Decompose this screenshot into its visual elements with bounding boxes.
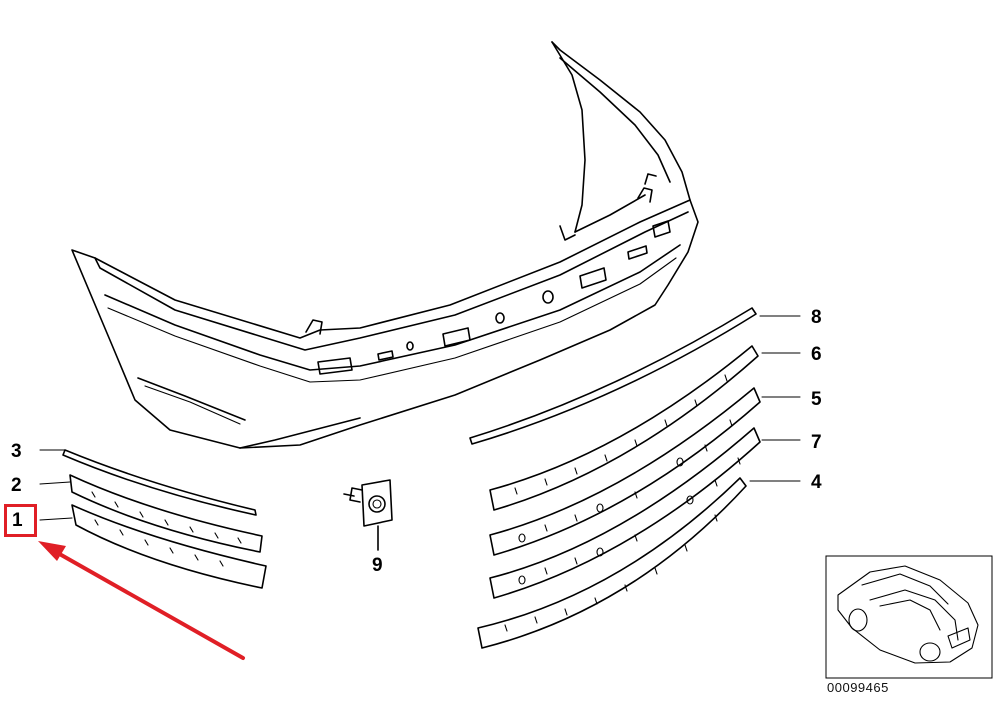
callout-5: 5	[811, 389, 822, 410]
reference-code: 00099465	[827, 680, 889, 695]
trim-strip-8	[469, 307, 757, 445]
callout-8: 8	[811, 307, 822, 328]
trim-strip-5	[489, 387, 761, 556]
clip-part-9	[343, 479, 393, 551]
trim-strip-1	[71, 504, 267, 589]
callout-4: 4	[811, 472, 822, 493]
callout-6: 6	[811, 344, 822, 365]
highlight-box	[4, 504, 37, 537]
trim-strip-2	[69, 474, 263, 553]
car-thumbnail-icon	[825, 555, 993, 679]
leader-lines	[39, 315, 801, 521]
trim-strip-3	[62, 449, 257, 516]
callout-9: 9	[372, 555, 383, 576]
trim-strip-4	[477, 477, 747, 649]
callout-3: 3	[11, 441, 22, 462]
callout-2: 2	[11, 475, 22, 496]
trim-strip-7	[489, 427, 761, 599]
callout-7: 7	[811, 432, 822, 453]
trim-strip-6	[489, 345, 759, 511]
callout-1: 1	[12, 510, 23, 531]
red-arrow-icon	[38, 541, 245, 660]
rear-bumper	[71, 41, 699, 449]
